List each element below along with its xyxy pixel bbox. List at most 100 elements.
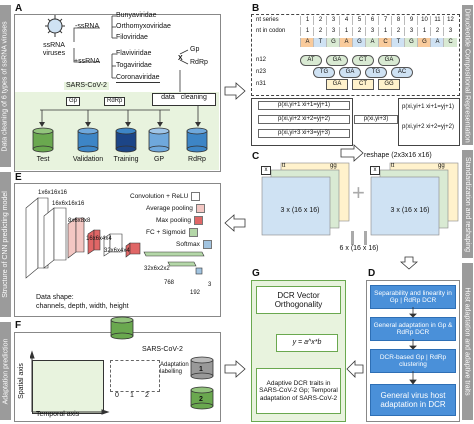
arrow-a-to-b <box>224 82 246 100</box>
family-coronaviridae: Coronaviridae <box>116 74 160 83</box>
panel-letter-a: A <box>15 3 23 14</box>
arrow-d-to-g <box>346 360 364 378</box>
family-flaviviridae: Flaviviridae <box>116 50 152 57</box>
nt-cell: 3 <box>326 27 340 36</box>
panel-letter-g: G <box>252 268 260 279</box>
nt-cell: 6 <box>365 16 379 25</box>
dinucleotide-n23: GA <box>339 67 361 78</box>
db-label-rdrp: RdRp <box>188 156 206 163</box>
prob-3: p(xi,yi+3 xi+3=yj+3) <box>258 129 350 138</box>
matrix-right-gg: gg <box>438 163 445 169</box>
prob-box-left <box>251 98 353 146</box>
nt-cell: 3 <box>326 16 340 25</box>
formula-box: y = a^x*b <box>276 334 338 352</box>
nt-cell: T <box>313 38 327 47</box>
arrow-f-to-g <box>224 360 246 378</box>
gp-label-a: Gp <box>190 46 200 53</box>
db-label-training: Training <box>113 156 139 163</box>
nt-cell: 2 <box>391 27 405 36</box>
nt-cell: G <box>352 38 366 47</box>
nt-cell: 1 <box>300 27 314 36</box>
legend-conv: Convolution + ReLU <box>130 192 201 201</box>
cnn-architecture <box>25 197 205 279</box>
nt-cell: A <box>365 38 379 47</box>
prob-2: p(xi,yi+2 xi+2=yj+2) <box>258 115 350 124</box>
dinucleotide-n12: GA <box>378 55 400 66</box>
dinucleotide-n12: AT <box>300 55 322 66</box>
dinucleotide-n23: TG <box>365 67 387 78</box>
panel-d-arrows <box>409 307 417 385</box>
virus-icon <box>45 15 65 37</box>
shape-desc: channels, depth, width, height <box>36 303 129 310</box>
ssrna-label: ssRNA viruses <box>42 42 66 57</box>
cleaning-label: cleaning <box>180 94 207 101</box>
pos-ssrna-label: +ssRNA <box>74 58 100 65</box>
side-label-data-cleaning: Data cleaning of 6 types of ssRNA viruse… <box>0 5 11 167</box>
layer-16x6x4x4: 16x6x4x4 <box>86 236 112 242</box>
nt-cell: G <box>404 38 418 47</box>
dinucleotide-n23: TG <box>313 67 335 78</box>
nt-cell: G <box>326 38 340 47</box>
data-label: data <box>161 94 175 101</box>
matrix-stack-left <box>261 162 350 236</box>
nt-cell: 2 <box>430 27 444 36</box>
legend-fc: FC + Sigmoid <box>146 228 198 237</box>
layer-768: 768 <box>164 280 175 286</box>
layer-8x6x8x8: 8x6x8x8 <box>68 218 91 224</box>
people-num-1: 1 <box>130 392 134 399</box>
nt-cell: A <box>339 38 353 47</box>
matrix-bottom-label: 6 x (16 x 16) <box>339 245 379 252</box>
matrix-left-tt: tt <box>282 163 286 169</box>
side-label-standardization: Standardization and reshaping <box>462 150 473 258</box>
legend-softmax: Softmax <box>176 240 212 249</box>
nt-cell: C <box>378 38 392 47</box>
nt-cell: 8 <box>391 16 405 25</box>
general-adaptation-box: General adaptation in Gp & RdRp DCR <box>370 317 456 341</box>
nt-cell: 5 <box>352 16 366 25</box>
panel-letter-c: C <box>252 151 260 162</box>
dcr-orthogonality-title: DCR Vector Orthogonality <box>256 286 341 314</box>
panel-a-arrows <box>39 106 201 127</box>
general-virus-host-adaptation: General virus host adaptation in DCR <box>370 384 456 416</box>
reshape-label: reshape (2x3x16 x16) <box>364 152 432 159</box>
shape-title: Data shape: <box>36 294 74 301</box>
nt-cell: 2 <box>313 27 327 36</box>
family-orthomyxoviridae: Orthomyxoviridae <box>116 23 171 30</box>
people-group <box>110 360 160 392</box>
panel-letter-f: F <box>15 320 22 331</box>
sars-cov-2-label: SARS-CoV-2 <box>64 82 109 90</box>
arrow-c-to-d <box>400 256 418 270</box>
database-icon-training <box>115 127 137 153</box>
arrow-c-to-e <box>224 214 246 232</box>
db-num-1: 1 <box>199 366 203 373</box>
matrix-right-tt: tt <box>391 163 395 169</box>
matrix-right-label: 3 x (16 x 16) <box>390 207 430 214</box>
dinucleotide-n12: GA <box>326 55 348 66</box>
matrix-stack-right <box>370 162 459 236</box>
nt-cell: 12 <box>443 16 457 25</box>
nt-cell: 3 <box>365 27 379 36</box>
axis-arrows <box>30 350 110 415</box>
gp-rdrp-connectors <box>179 49 189 92</box>
database-icon-gp <box>148 127 170 153</box>
family-togaviridae: Togaviridae <box>116 62 152 69</box>
layer-32x6x2x2: 32x6x2x2 <box>144 266 170 272</box>
nt-cell: A <box>300 38 314 47</box>
matrix-left-gg: gg <box>330 163 337 169</box>
panel-letter-e: E <box>15 172 22 183</box>
nt-cell: T <box>391 38 405 47</box>
database-icon-validation <box>77 127 99 153</box>
n23-label: n23 <box>256 69 267 75</box>
nt-cell: 1 <box>339 27 353 36</box>
layer-32x6x4x4: 32x6x4x4 <box>104 248 130 254</box>
n31-label: n31 <box>256 81 267 87</box>
gp-tag-1: Gp <box>66 97 81 106</box>
panel-letter-d: D <box>368 268 376 279</box>
layer-192: 192 <box>190 290 201 296</box>
dinucleotide-n31: CT <box>352 79 374 90</box>
nt-cell: 2 <box>352 27 366 36</box>
people-num-0: 0 <box>115 392 119 399</box>
legend-avgpool: Average pooling <box>146 204 205 213</box>
nt-cell: 2 <box>313 16 327 25</box>
nt-cell: 4 <box>339 16 353 25</box>
